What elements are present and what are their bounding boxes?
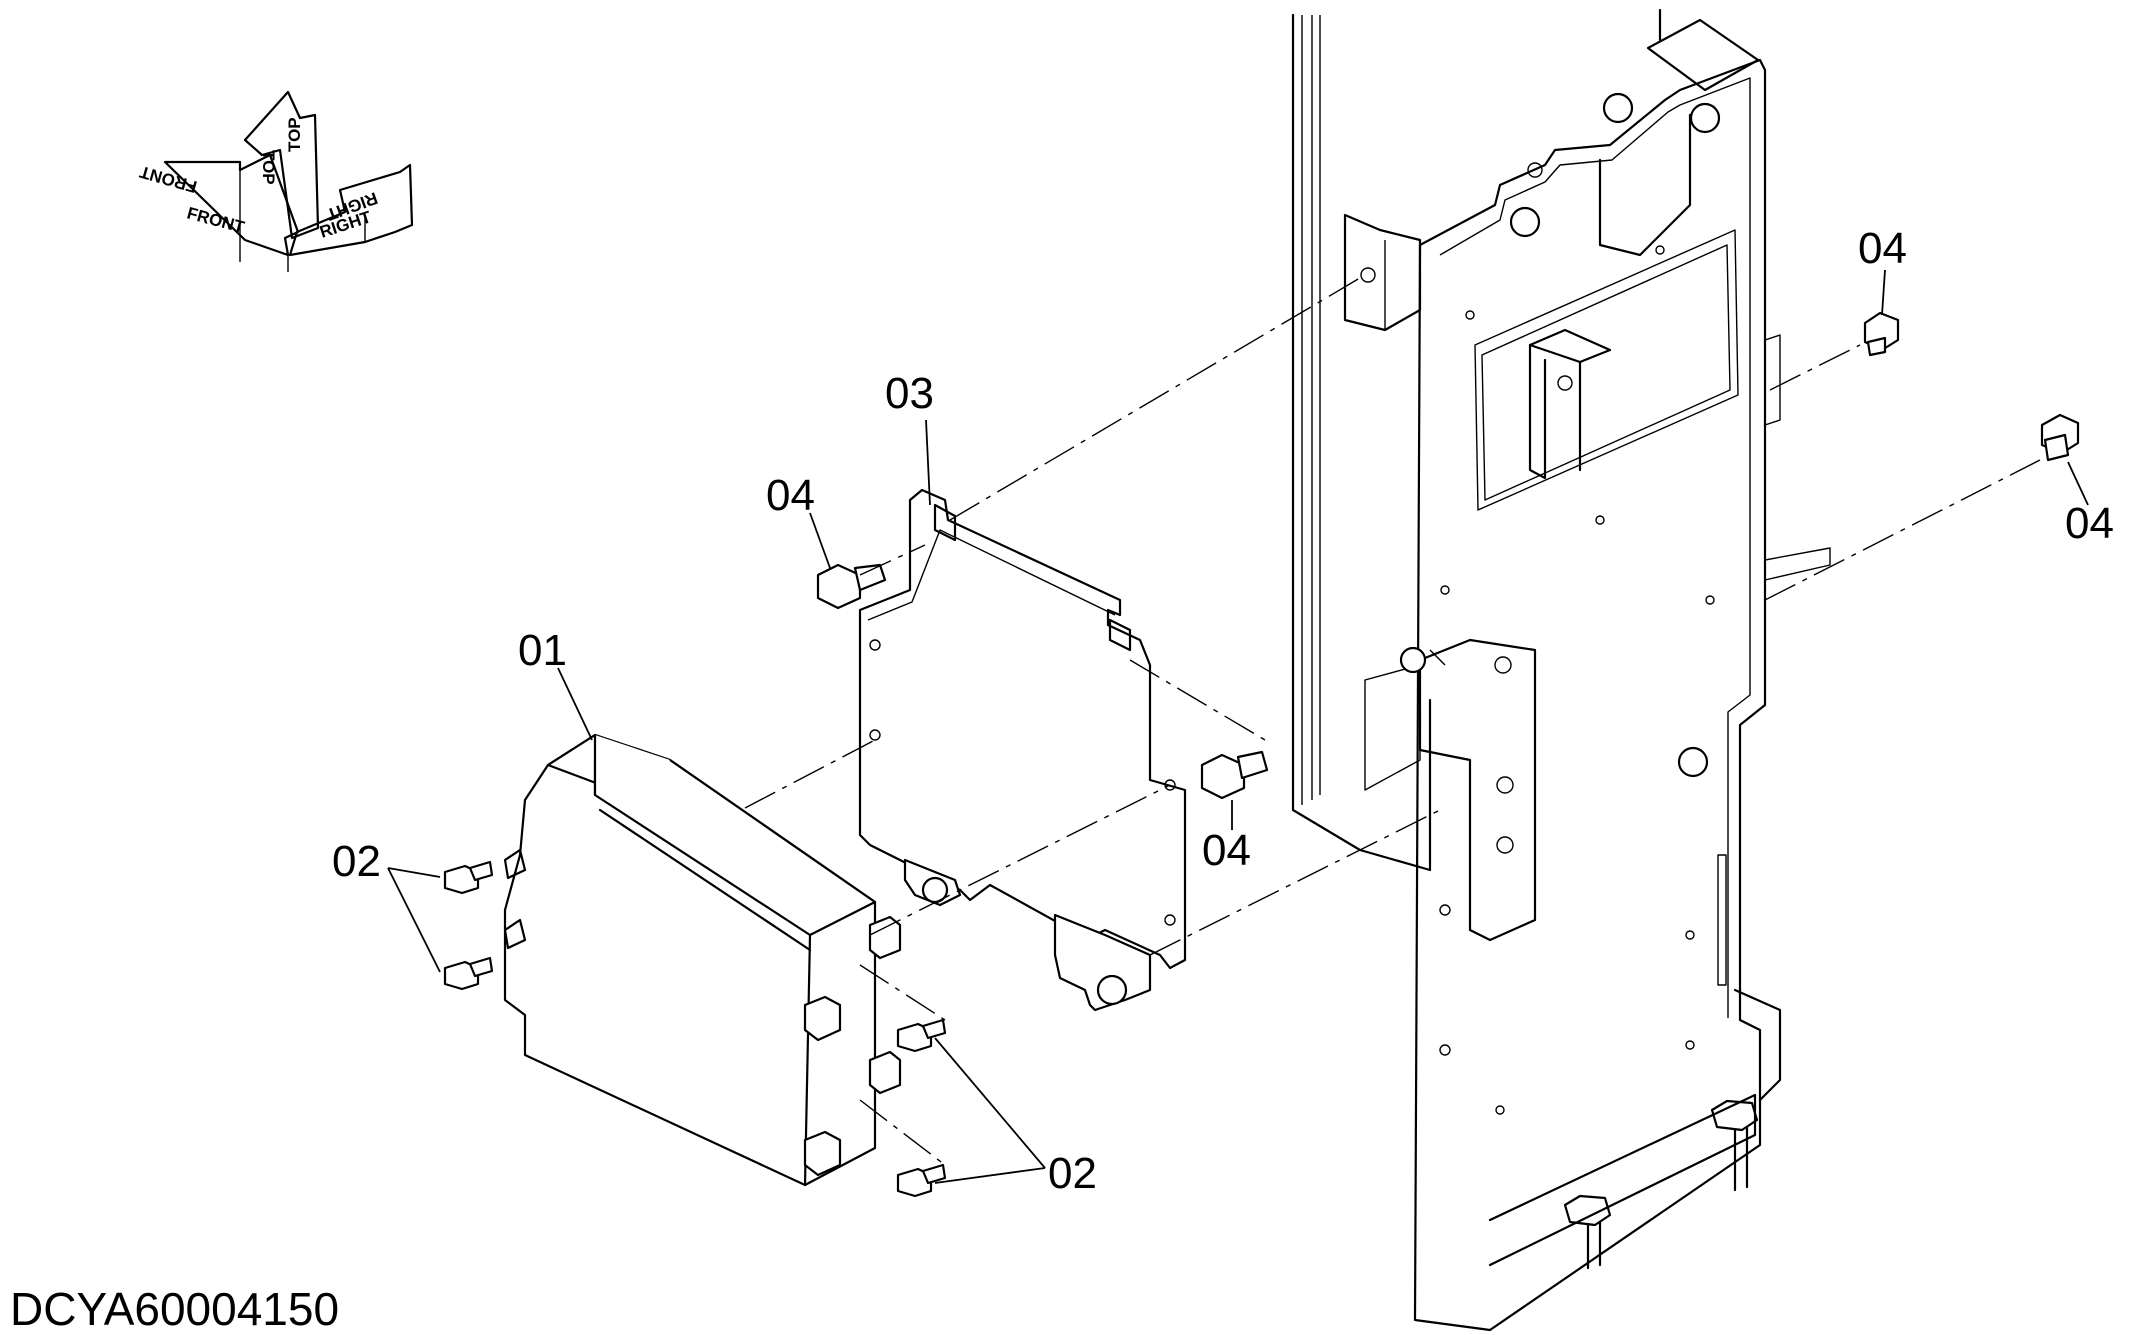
top-label-1: TOP (259, 150, 278, 185)
assembly-lines (744, 274, 2041, 1166)
callout-02-left: 02 (332, 837, 381, 886)
screws-02 (443, 860, 947, 1198)
bracket-nuts (921, 876, 1128, 1006)
bolt-04-center (1200, 750, 1269, 800)
callout-04-center: 04 (1202, 826, 1251, 875)
front-label: FRONT (185, 204, 247, 238)
callout-02-bottom: 02 (1048, 1149, 1097, 1198)
callout-03: 03 (885, 369, 934, 418)
bottom-bolt-2 (1710, 1099, 1759, 1192)
mounting-frame (1291, 8, 1831, 1332)
diagram-code: DCYA60004150 (10, 1283, 339, 1335)
front-label-upper: FRONT (137, 162, 199, 197)
frame-holes (1360, 162, 1715, 1115)
top-label-2: TOP (285, 117, 304, 152)
callout-04-top-right: 04 (1858, 224, 1907, 273)
callout-01: 01 (518, 626, 567, 675)
callout-leaders (387, 269, 2089, 1184)
bolt-04-left (816, 563, 887, 610)
controller-unit (503, 733, 902, 1187)
bottom-bolt-1 (1563, 1194, 1612, 1270)
callout-04-left: 04 (766, 471, 815, 520)
bolt-04-right (2040, 413, 2080, 462)
frame-nuts (1399, 92, 1721, 778)
bolt-04-top-right (1863, 311, 1900, 357)
callout-04-right: 04 (2065, 499, 2114, 548)
mounting-bracket (858, 488, 1187, 1012)
orientation-indicator: FRONT FRONT TOP TOP RIGHT RIGHT (137, 90, 414, 272)
